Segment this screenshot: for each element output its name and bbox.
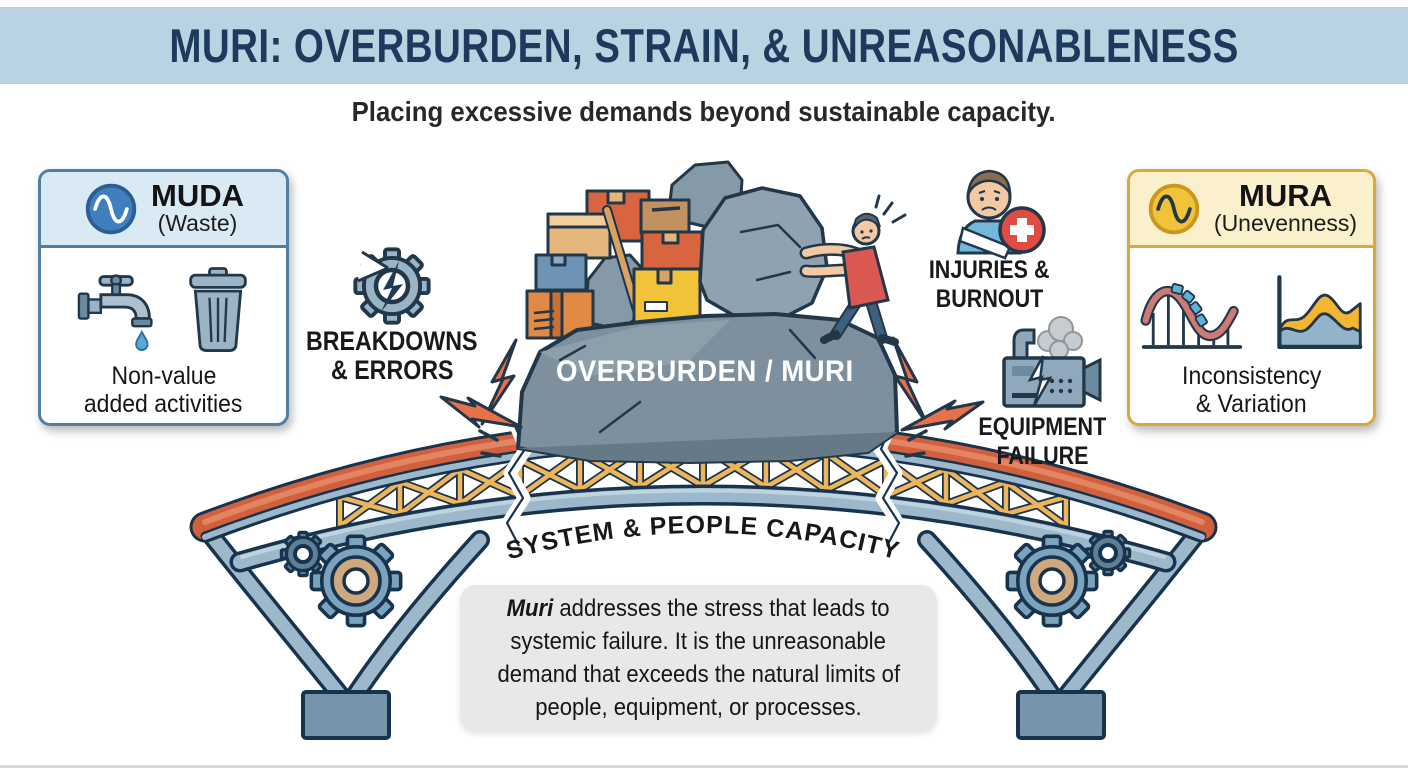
muda-subtitle: (Waste) [157,210,238,236]
mura-card-header: MURA (Unevenness) [1130,172,1373,248]
right-foundation-block [1016,690,1106,740]
footnote-lead: Muri [507,595,554,622]
roller-coaster-icon [1139,283,1242,349]
stacked-boxes [525,189,704,340]
mura-subtitle: (Unevenness) [1213,210,1358,236]
person-pushing-boulder [799,194,907,346]
trash-can-icon [188,267,247,352]
sine-wave-icon [1148,183,1200,234]
broken-gear-icon [353,247,431,325]
footnote-box: Muri addresses the stress that leads to … [460,585,937,731]
area-chart-icon [1276,275,1362,349]
injured-worker-icon [956,169,1046,260]
muda-caption: Non-value added activities [84,362,243,418]
muda-card: MUDA (Waste) Non-value [38,169,289,426]
strain-lightning-bolts [439,336,985,432]
sine-wave-icon [85,183,137,234]
muda-title: MUDA [151,178,244,213]
faucet-icon [77,274,153,351]
right-gears [1005,529,1132,628]
mura-card: MURA (Unevenness) Incon [1127,169,1376,426]
title-banner: MURI: OVERBURDEN, STRAIN, & UNREASONABLE… [0,7,1408,84]
breakdowns-label: BREAKDOWNS & ERRORS [306,326,478,385]
mura-caption: Inconsistency & Variation [1181,362,1322,418]
bridge-arch [229,484,1177,573]
stress-marks [874,194,907,224]
left-foundation-block [301,690,391,740]
subtitle: Placing excessive demands beyond sustain… [352,96,1056,127]
page-title: MURI: OVERBURDEN, STRAIN, & UNREASONABLE… [169,19,1239,72]
overburden-rock-pile [516,160,899,464]
equipment-label: EQUIPMENT FAILURE [978,413,1106,470]
bridge-truss [336,443,1070,530]
broken-machine-icon [1002,316,1102,408]
mura-title: MURA [1239,178,1332,213]
injuries-label: INJURIES & BURNOUT [928,256,1050,313]
muda-card-header: MUDA (Waste) [41,172,286,248]
capacity-arc-label: SYSTEM & PEOPLE CAPACITY [503,511,903,565]
bottom-border [0,765,1408,768]
bridge-legs [197,520,1210,740]
overburden-rock-label: OVERBURDEN / MURI [555,355,854,388]
left-gears [279,530,403,628]
